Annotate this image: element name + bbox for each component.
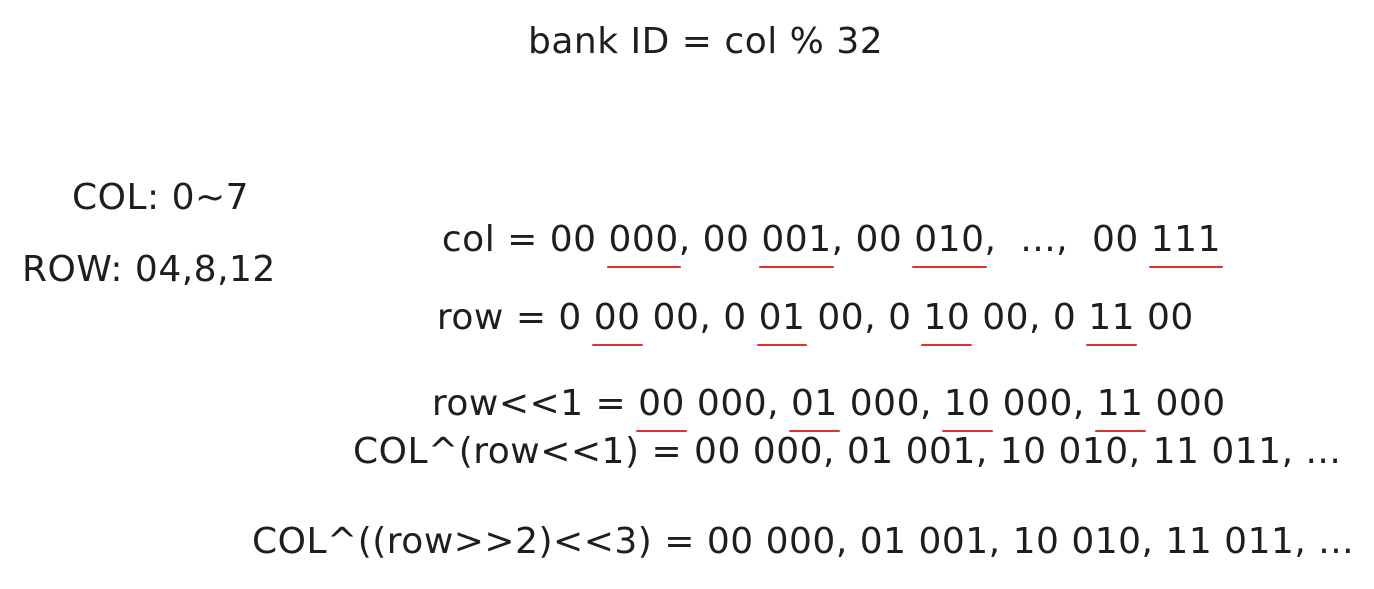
col-item: 00 111 <box>1092 219 1224 268</box>
shift-item-post: 000 <box>837 383 920 424</box>
row-shift-line: row<<1 = 00 000, 01 000, 10 000, 11 000 <box>408 338 1226 432</box>
row-item-post: 00 <box>1135 297 1194 338</box>
row-item-pre: 0 <box>1052 297 1089 338</box>
row-item-pre: 0 <box>558 297 594 338</box>
row-item: 0 01 00, <box>723 297 889 346</box>
shift-item: 01 000, <box>789 383 944 432</box>
row-item-sep: , <box>1029 297 1053 338</box>
page-title: bank ID = col % 32 <box>528 21 884 62</box>
shift-item: 10 000, <box>941 383 1097 432</box>
col-line-prefix: col = <box>441 219 550 260</box>
col-item-sep: , ..., <box>984 219 1092 260</box>
shift-item-sep: , <box>919 383 944 424</box>
col-item-highlight: 001 <box>759 219 834 268</box>
shift-item-post: 000 <box>1143 383 1226 424</box>
row-item-highlight: 00 <box>591 297 643 346</box>
col-item-pre: 00 <box>1092 219 1151 260</box>
row-item-post: 00 <box>640 297 700 338</box>
col-item-sep: , <box>678 219 703 260</box>
shift-item: 00 000, <box>636 383 792 432</box>
row-item-highlight: 11 <box>1086 297 1137 346</box>
row-item-post: 00 <box>970 297 1030 338</box>
col-item-sep: , <box>831 219 856 260</box>
row-item: 0 11 00 <box>1052 297 1194 346</box>
row-item-sep: , <box>864 297 889 338</box>
col-item: 00 010, ..., <box>855 219 1092 268</box>
shift-item-sep: , <box>1072 383 1097 424</box>
col-item: 00 000, <box>549 219 703 268</box>
row-item: 0 00 00, <box>558 297 724 346</box>
row-item-pre: 0 <box>888 297 924 338</box>
shift-item: 11 000 <box>1094 383 1226 432</box>
row-item-highlight: 10 <box>921 297 973 346</box>
shift-item-sep: , <box>767 383 792 424</box>
col-item-highlight: 111 <box>1148 219 1224 268</box>
row-binary-line: row = 0 00 00, 0 01 00, 0 10 00, 0 11 00 <box>413 252 1194 346</box>
col-item-pre: 00 <box>549 219 609 260</box>
shift-item-highlight: 01 <box>789 383 840 432</box>
col-item-highlight: 010 <box>912 219 987 268</box>
row-item-sep: , <box>699 297 724 338</box>
shift-item-highlight: 10 <box>941 383 993 432</box>
shift-item-post: 000 <box>684 383 768 424</box>
col-item-pre: 00 <box>702 219 762 260</box>
row-line-prefix: row = <box>436 297 559 338</box>
xor-shift2-line: COL^((row>>2)<<3) = 00 000, 01 001, 10 0… <box>252 521 1355 562</box>
col-item-highlight: 000 <box>606 219 681 268</box>
col-item-pre: 00 <box>855 219 915 260</box>
row-item-post: 00 <box>805 297 865 338</box>
col-item: 00 001, <box>702 219 856 268</box>
xor-shift1-line: COL^(row<<1) = 00 000, 01 001, 10 010, 1… <box>353 431 1342 472</box>
col-binary-line: col = 00 000, 00 001, 00 010, ..., 00 11… <box>418 174 1224 268</box>
shift-item-highlight: 00 <box>636 383 687 432</box>
shift-item-highlight: 11 <box>1094 383 1146 432</box>
shift-item-post: 000 <box>990 383 1073 424</box>
row-range-label: ROW: 04,8,12 <box>22 249 276 290</box>
col-range-label: COL: 0~7 <box>72 177 250 218</box>
row-item: 0 10 00, <box>888 297 1053 346</box>
row-item-highlight: 01 <box>756 297 808 346</box>
shift-line-prefix: row<<1 = <box>431 383 639 424</box>
row-item-pre: 0 <box>723 297 759 338</box>
